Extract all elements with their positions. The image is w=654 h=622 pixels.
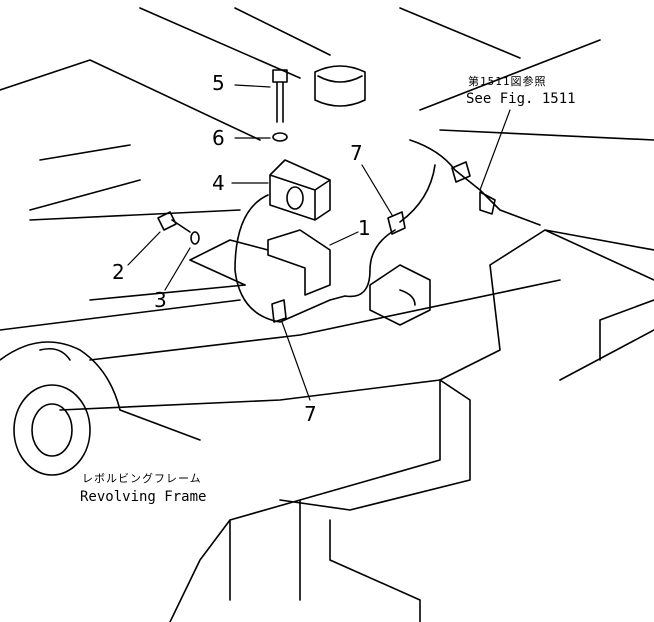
connector-clamp xyxy=(451,161,496,215)
bolt-5 xyxy=(272,69,288,123)
callout-3: 3 xyxy=(154,288,167,312)
track-arc xyxy=(0,341,201,441)
right-housing xyxy=(439,229,654,381)
frame-outline-top xyxy=(139,7,654,141)
leader-2 xyxy=(127,231,161,266)
reference-en: See Fig. 1511 xyxy=(466,91,576,107)
callout-7-upper: 7 xyxy=(350,141,363,165)
wheel-inner xyxy=(31,403,73,457)
leader-7-upper xyxy=(361,164,393,216)
horn-4 xyxy=(269,159,331,221)
callout-2: 2 xyxy=(112,260,125,284)
callout-5: 5 xyxy=(212,71,225,95)
reference-jp: 第1511図参照 xyxy=(468,75,547,88)
bolt-2 xyxy=(157,211,191,233)
wire-harness xyxy=(234,139,541,323)
callout-4: 4 xyxy=(212,171,225,195)
leader-3 xyxy=(164,247,191,291)
leader-reference xyxy=(479,109,511,191)
lower-frame xyxy=(169,379,471,622)
deck-lines xyxy=(0,279,561,411)
washer-3 xyxy=(190,231,200,245)
bracket-1 xyxy=(189,229,331,296)
callout-6: 6 xyxy=(212,126,225,150)
washer-6 xyxy=(272,132,288,142)
leader-5 xyxy=(234,84,271,88)
callout-1: 1 xyxy=(358,216,371,240)
leader-7-lower xyxy=(281,321,311,401)
horn-mouth xyxy=(286,186,304,210)
frame-label-en: Revolving Frame xyxy=(80,489,207,505)
leader-1 xyxy=(329,231,359,246)
frame-label-jp: レボルビングフレーム xyxy=(82,472,202,485)
callout-7-lower: 7 xyxy=(304,402,317,426)
motor-housing xyxy=(369,264,431,326)
clamp-7-lower xyxy=(271,299,287,323)
frame-outline-upper-left xyxy=(0,59,261,221)
wheel-outer xyxy=(13,384,91,476)
clamp-7-upper xyxy=(387,211,406,235)
tank-cylinder xyxy=(314,65,366,107)
